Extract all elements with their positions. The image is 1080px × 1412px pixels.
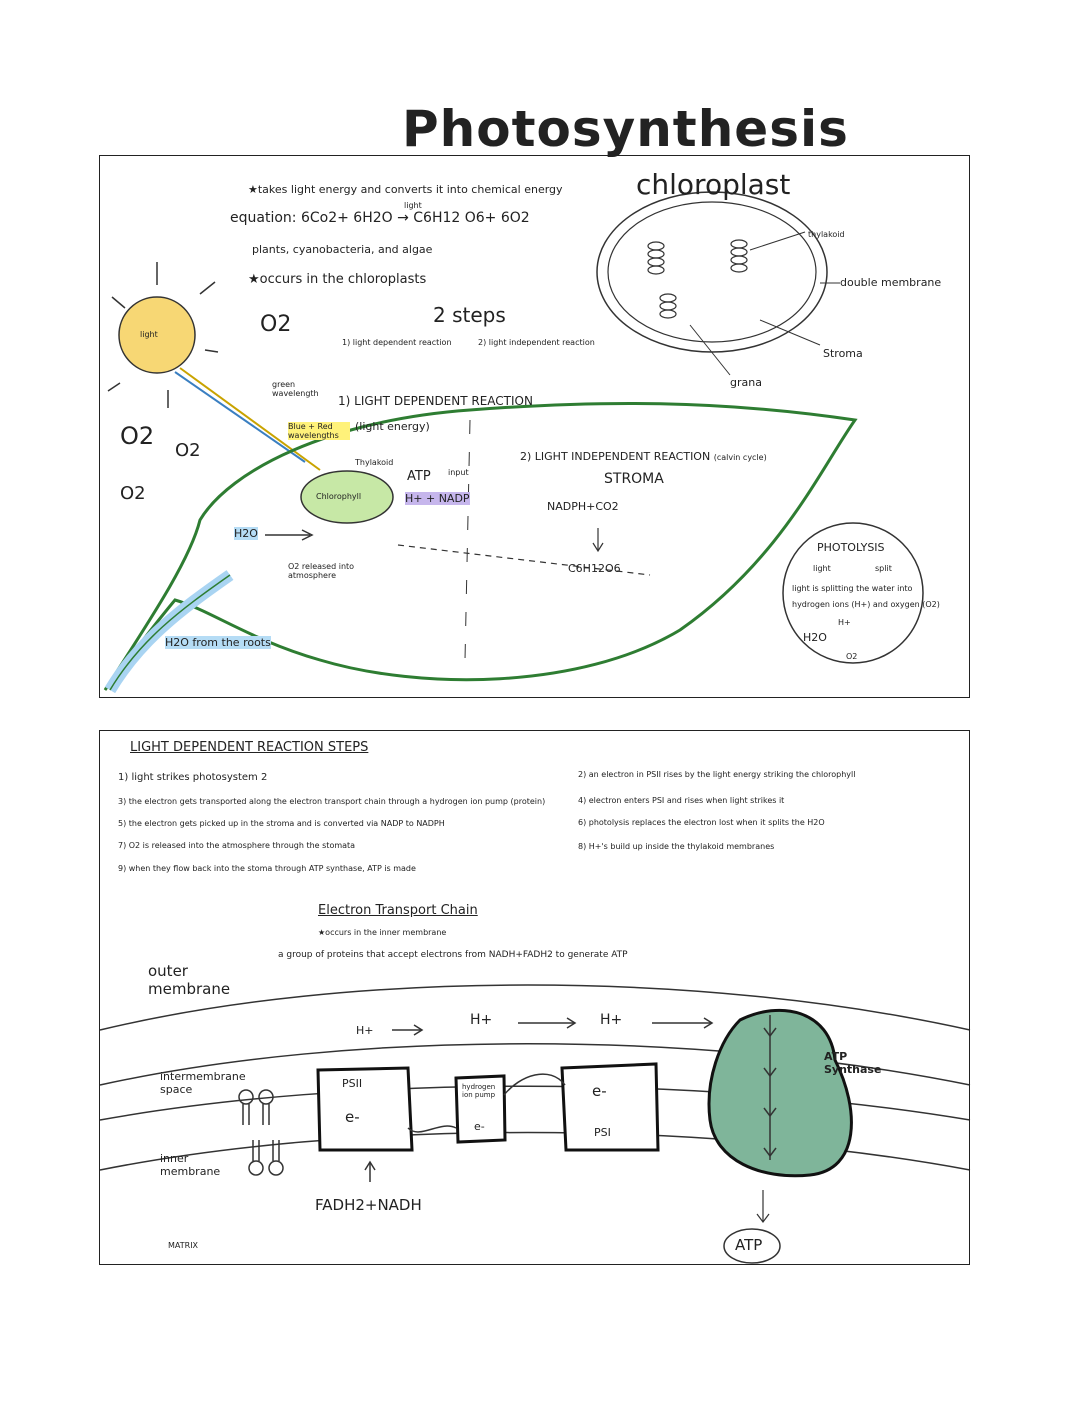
fadh-nadh-label: FADH2+NADH <box>315 1196 422 1214</box>
electron-psi: e- <box>592 1082 607 1100</box>
step-right-3: 6) photolysis replaces the electron lost… <box>578 818 825 827</box>
photolysis-desc-1: light is splitting the water into <box>792 584 912 593</box>
etc-description: a group of proteins that accept electron… <box>278 950 628 960</box>
equation-text: 6Co2+ 6H2O → C6H12 O6+ 6O2 <box>301 210 530 226</box>
blue-red-label: Blue + Red wavelengths <box>288 422 350 440</box>
photolysis-title: PHOTOLYSIS <box>817 541 885 554</box>
electron-psii: e- <box>345 1108 360 1126</box>
two-steps-label: 2 steps <box>433 303 506 327</box>
h-nadp-label: H+ + NADP <box>405 492 470 505</box>
step-left-1: 1) light strikes photosystem 2 <box>118 772 267 783</box>
photolysis-h2o: H2O <box>803 631 827 644</box>
chloroplast-label: chloroplast <box>636 168 790 201</box>
nadph-co2-label: NADPH+CO2 <box>547 500 619 513</box>
chloroplast-inner <box>608 202 816 342</box>
step-right-1: 2) an electron in PSII rises by the ligh… <box>578 770 855 779</box>
definition-text: ★takes light energy and converts it into… <box>248 183 563 196</box>
equation-light-label: light <box>404 201 422 210</box>
thylakoid-label: thylakoid <box>808 230 845 239</box>
electron-pump: e- <box>474 1120 485 1133</box>
matrix-label: MATRIX <box>168 1241 198 1250</box>
chlorophyll-label: Chlorophyll <box>316 492 361 501</box>
grana-stacks <box>648 240 747 318</box>
stroma-leaf-label: STROMA <box>604 471 664 487</box>
h-plus-label-1: H+ <box>356 1024 374 1037</box>
h-plus-label-3: H+ <box>600 1012 622 1028</box>
steps-heading: LIGHT DEPENDENT REACTION STEPS <box>130 740 368 755</box>
photolysis-light: light <box>813 564 831 573</box>
o2-bubble-2: O2 <box>175 440 201 461</box>
location-text: ★occurs in the chloroplasts <box>248 272 426 287</box>
step-right-4: 8) H+'s build up inside the thylakoid me… <box>578 842 774 851</box>
intermembrane-label: intermembrane space <box>160 1070 250 1096</box>
photolysis-o2: O2 <box>846 652 857 661</box>
double-membrane-label: double membrane <box>840 276 941 289</box>
psii-label: PSII <box>342 1077 362 1090</box>
o2-released-label: O2 released into atmosphere <box>288 562 358 580</box>
organisms-text: plants, cyanobacteria, and algae <box>252 243 432 256</box>
green-wavelength-label: green wavelength <box>272 380 312 398</box>
sun-light-label: light <box>140 330 158 339</box>
equation-label: equation: <box>230 210 297 226</box>
step-right-2: 4) electron enters PSI and rises when li… <box>578 796 784 805</box>
o2-label: O2 <box>260 312 291 337</box>
equation-line: equation: 6Co2+ 6H2O → C6H12 O6+ 6O2 <box>230 210 530 226</box>
h2o-roots-label: H2O from the roots <box>165 636 271 649</box>
h-plus-label-2: H+ <box>470 1012 492 1028</box>
photolysis-h: H+ <box>838 618 851 627</box>
etc-subtitle: ★occurs in the inner membrane <box>318 928 446 937</box>
step-2-label: 2) light independent reaction <box>478 338 595 347</box>
stroma-label: Stroma <box>823 347 863 360</box>
thylakoid-leaf-label: Thylakoid <box>355 458 393 467</box>
grana-label: grana <box>730 376 762 389</box>
photolysis-desc-2: hydrogen ions (H+) and oxygen (O2) <box>792 600 940 609</box>
o2-bubble-1: O2 <box>120 422 154 450</box>
pump-label: hydrogen ion pump <box>462 1083 502 1099</box>
light-energy-label: (light energy) <box>355 420 430 433</box>
atp-output-label: ATP <box>735 1236 762 1254</box>
outer-membrane-label: outer membrane <box>148 962 238 998</box>
h2o-arrow-label: H2O <box>234 527 258 540</box>
step-left-3: 5) the electron gets picked up in the st… <box>118 819 445 828</box>
step-left-4: 7) O2 is released into the atmosphere th… <box>118 841 355 850</box>
step-left-2: 3) the electron gets transported along t… <box>118 797 545 806</box>
light-dependent-title: 1) LIGHT DEPENDENT REACTION <box>338 394 533 408</box>
photolysis-split: split <box>875 564 892 573</box>
step-1-label: 1) light dependent reaction <box>342 338 452 347</box>
psi-label: PSI <box>594 1126 611 1139</box>
atp-synthase-label: ATP Synthase <box>824 1050 894 1076</box>
input-label: input <box>448 468 469 477</box>
chloroplast-outer <box>597 192 827 352</box>
o2-bubble-3: O2 <box>120 483 146 504</box>
glucose-label: C6H12O6 <box>568 562 621 575</box>
step-left-5: 9) when they flow back into the stoma th… <box>118 864 416 873</box>
light-independent-title: 2) LIGHT INDEPENDENT REACTION (calvin cy… <box>520 450 767 463</box>
etc-title: Electron Transport Chain <box>318 903 478 918</box>
atp-leaf-label: ATP <box>407 469 431 484</box>
inner-membrane-label: inner membrane <box>160 1152 230 1178</box>
